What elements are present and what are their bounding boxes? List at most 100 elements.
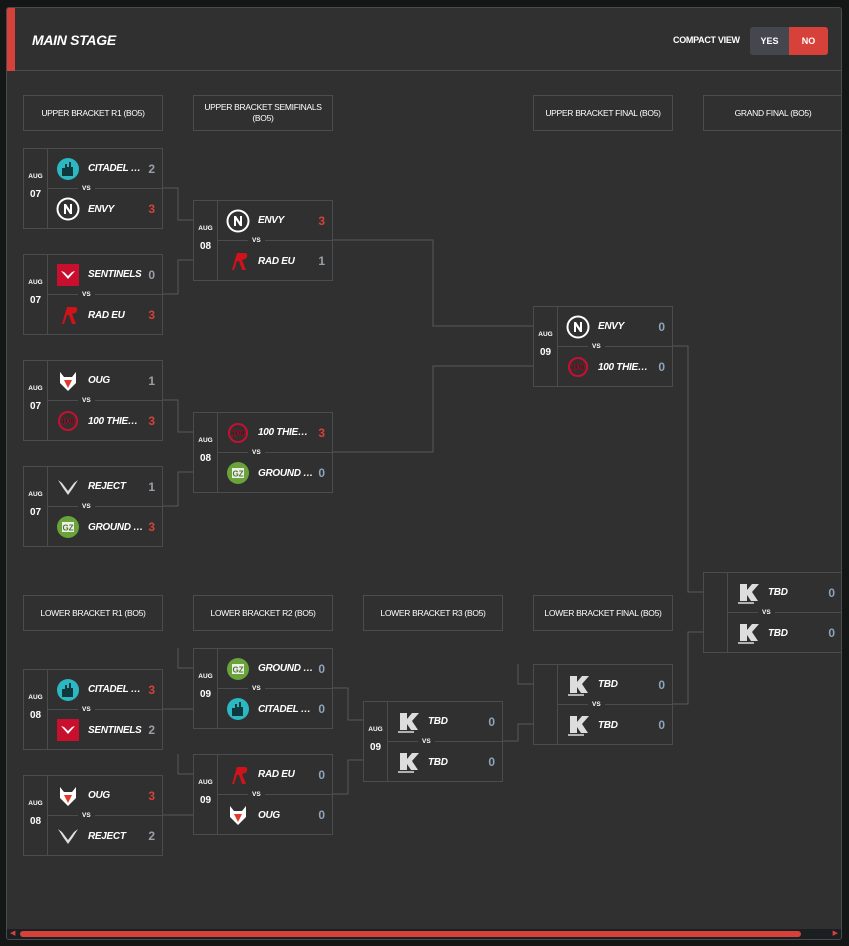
team-score: 0 <box>828 626 835 640</box>
citadel-logo-icon <box>56 678 80 702</box>
match-month: AUG <box>198 437 213 444</box>
horizontal-scrollbar[interactable]: ◀ ▶ <box>7 929 841 939</box>
team-score: 3 <box>148 414 155 428</box>
vs-label: VS <box>248 448 265 457</box>
team-row[interactable]: CITADEL GAMING0 <box>218 689 333 729</box>
team-score: 0 <box>318 767 325 782</box>
vs-label: VS <box>78 396 95 405</box>
team-name: ENVY <box>258 215 285 226</box>
team-name: ENVY <box>88 203 115 215</box>
team-row[interactable]: CITADEL GAMING3 <box>48 670 163 710</box>
match-month: AUG <box>28 385 43 392</box>
team-row[interactable]: CITADEL GAMING2 <box>48 149 163 189</box>
match-day: 09 <box>369 742 382 753</box>
team-score: 0 <box>318 661 325 676</box>
compact-no-button[interactable]: NO <box>789 27 828 55</box>
citadel-logo-icon <box>226 697 250 721</box>
match-month: AUG <box>28 279 43 286</box>
vs-label: VS <box>248 236 265 245</box>
match-date <box>704 573 728 652</box>
team-row[interactable]: OUG 0 <box>218 795 333 835</box>
reject-logo-icon <box>56 475 80 499</box>
page-title: MAIN STAGE <box>32 32 116 48</box>
team-score: 0 <box>318 808 325 822</box>
match-date: AUG 09 <box>364 702 388 781</box>
match-day: 08 <box>29 816 42 827</box>
scroll-left-icon[interactable]: ◀ <box>10 930 16 937</box>
match-day: 09 <box>199 689 212 700</box>
match-month: AUG <box>28 694 43 701</box>
round-header-ub-r1: UPPER BRACKET R1 (BO5) <box>23 95 163 131</box>
team-score: 0 <box>658 319 665 334</box>
accent-bar <box>7 8 15 71</box>
match-day: 07 <box>29 295 42 306</box>
compact-view-label: COMPACT VIEW <box>673 35 740 45</box>
tbd-logo-icon <box>396 750 420 774</box>
match-month: AUG <box>28 800 43 807</box>
scroll-right-icon[interactable]: ▶ <box>832 930 838 937</box>
compact-view-toggle[interactable]: YES NO <box>750 27 828 55</box>
compact-yes-button[interactable]: YES <box>750 27 789 55</box>
team-name: CITADEL GAMING <box>258 703 314 715</box>
round-header-lb-r3: LOWER BRACKET R3 (BO5) <box>363 595 503 631</box>
team-score: 3 <box>148 308 155 322</box>
100t-logo-icon: 100 <box>56 409 80 433</box>
team-score: 0 <box>488 714 495 729</box>
team-name: GROUND ZERO <box>88 521 144 533</box>
scrollbar-thumb[interactable] <box>20 931 801 937</box>
team-score: 2 <box>148 723 155 737</box>
team-score: 0 <box>658 677 665 692</box>
match-month: AUG <box>368 726 383 733</box>
team-name: OUG <box>258 809 280 821</box>
tbd-logo-icon <box>736 621 760 645</box>
team-score: 2 <box>148 161 155 176</box>
vs-label: VS <box>758 608 775 617</box>
100t-logo-icon: 100 <box>226 421 250 445</box>
team-name: RAD EU <box>258 255 295 267</box>
envy-logo-icon <box>566 315 590 339</box>
vs-label: VS <box>78 184 95 193</box>
team-score: 3 <box>148 788 155 803</box>
